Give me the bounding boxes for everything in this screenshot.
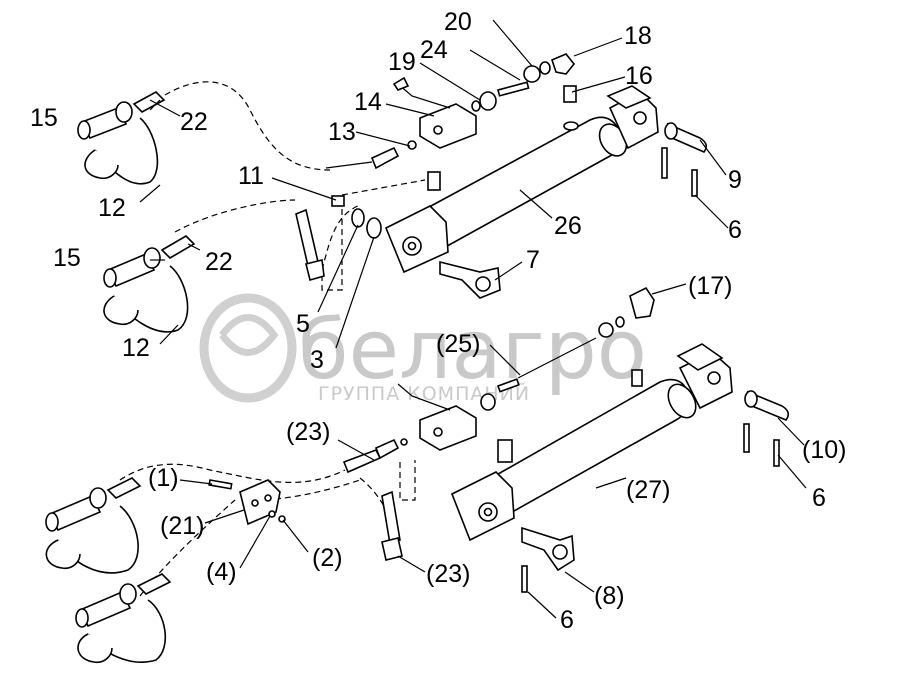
callout-3: 3	[310, 346, 324, 374]
callout-10: (10)	[802, 436, 846, 464]
callout-26: 26	[554, 212, 582, 240]
lower-valve	[342, 286, 655, 474]
watermark: белагро ГРУППА КОМПАНИЙ	[199, 293, 647, 405]
upper-seals	[295, 195, 382, 281]
callout-7: 7	[526, 246, 540, 274]
callout-25: (25)	[436, 330, 480, 358]
callout-2: (2)	[312, 544, 343, 572]
callout-9: 9	[728, 166, 742, 194]
callout-20: 20	[444, 8, 472, 36]
callout-8: (8)	[594, 582, 625, 610]
lower-bracket-8	[521, 526, 575, 593]
watermark-brand: белагро	[298, 303, 647, 398]
upper-hoses	[164, 81, 426, 291]
callout-5: 5	[296, 310, 310, 338]
upper-coupler-b	[103, 234, 196, 333]
lower-cylinder	[450, 343, 733, 542]
callout-23-lower-a: (23)	[286, 418, 330, 446]
callout-22-upper-b: 22	[205, 248, 233, 276]
callout-12-upper-b: 12	[122, 334, 150, 362]
upper-coupler-a	[77, 91, 166, 185]
callout-21: (21)	[160, 512, 204, 540]
callout-11: 11	[238, 162, 264, 190]
callout-15-upper-b: 15	[53, 244, 81, 272]
callout-14: 14	[354, 88, 382, 116]
callout-labels: 20 18 24 19 16 14 15 22 13 9 11 12 26 6 …	[30, 8, 846, 634]
callout-15-upper-a: 15	[30, 104, 58, 132]
upper-cylinder	[384, 85, 659, 274]
lower-adapter-21	[208, 479, 403, 561]
lower-coupler-b	[75, 573, 172, 664]
callout-4: (4)	[206, 558, 237, 586]
callout-6-upper: 6	[728, 216, 742, 244]
callout-24: 24	[420, 36, 448, 64]
upper-pin-9	[661, 122, 708, 197]
callout-22-upper-a: 22	[180, 108, 208, 136]
callout-18: 18	[624, 22, 652, 50]
callout-19: 19	[388, 48, 416, 76]
callout-17: (17)	[688, 272, 732, 300]
lower-pin-10	[743, 390, 790, 467]
callout-27: (27)	[626, 476, 670, 504]
upper-bracket-7	[439, 260, 501, 299]
lower-coupler-a	[45, 477, 142, 574]
leader-lines	[139, 19, 807, 619]
callout-13: 13	[328, 118, 356, 146]
callout-1: (1)	[148, 464, 179, 492]
callout-6-lower-b: 6	[560, 606, 574, 634]
callout-6-lower-a: 6	[812, 484, 826, 512]
callout-12-upper-a: 12	[98, 194, 126, 222]
callout-16: 16	[625, 62, 653, 90]
callout-23-lower-b: (23)	[426, 560, 470, 588]
upper-valve-14	[325, 53, 576, 170]
watermark-subtitle: ГРУППА КОМПАНИЙ	[318, 382, 530, 405]
